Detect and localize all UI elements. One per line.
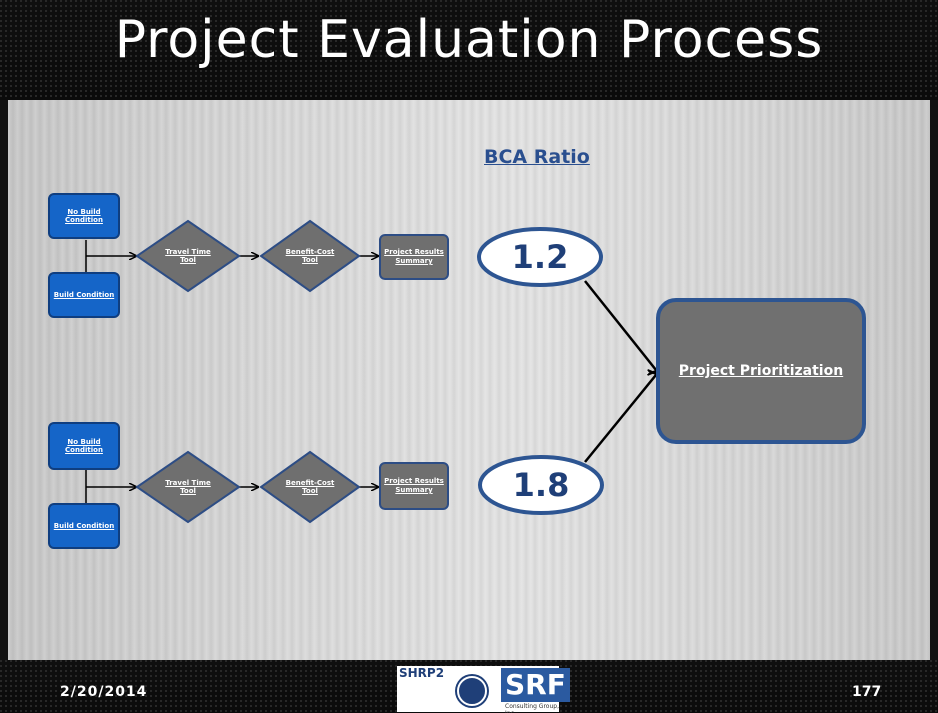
bca-ratio-heading: BCA Ratio [484, 146, 590, 168]
project-prioritization-box: Project Prioritization [656, 298, 866, 444]
row1-arrow-to-prioritization [584, 280, 660, 375]
shrp2-srf-logo: SHRP2 SRF Consulting Group, Inc. [397, 666, 570, 713]
row1-project-results-summary-box: Project Results Summary [379, 234, 449, 280]
row1-no-build-condition-box: No Build Condition [48, 193, 120, 239]
srf-logo-subtext: Consulting Group, Inc. [505, 703, 559, 713]
row2-benefit-cost-label: Benefit-Cost Tool [285, 478, 335, 495]
row1-ratio-value: 1.2 [511, 238, 569, 276]
shrp2-logo-text: SHRP2 [399, 666, 445, 680]
title-bar: Project Evaluation Process [0, 0, 938, 100]
row2-no-build-condition-box: No Build Condition [48, 422, 120, 470]
row1-ratio-ellipse [477, 227, 603, 287]
row2-ratio-value: 1.8 [512, 466, 570, 504]
page-number: 177 [852, 684, 882, 700]
slide-title: Project Evaluation Process [114, 10, 824, 70]
row2-ratio-ellipse [478, 455, 604, 515]
row2-travel-time-diamond [135, 450, 241, 524]
row1-travel-time-label: Travel Time Tool [165, 247, 211, 264]
row2-arrow-to-prioritization [584, 370, 660, 463]
row1-build-condition-box: Build Condition [48, 272, 120, 318]
logo-circle-icon [457, 676, 487, 706]
row2-benefit-cost-diamond [259, 450, 361, 524]
footer-date: 2/20/2014 [60, 684, 148, 700]
srf-logo-text: SRF [501, 668, 570, 702]
row2-project-results-summary-box: Project Results Summary [379, 462, 449, 510]
row2-travel-time-label: Travel Time Tool [165, 478, 211, 495]
row1-travel-time-diamond [135, 219, 241, 293]
footer-bar: 2/20/2014 SHRP2 SRF Consulting Group, In… [0, 660, 938, 713]
row1-benefit-cost-label: Benefit-Cost Tool [285, 247, 335, 264]
row1-benefit-cost-diamond [259, 219, 361, 293]
row2-build-condition-box: Build Condition [48, 503, 120, 549]
